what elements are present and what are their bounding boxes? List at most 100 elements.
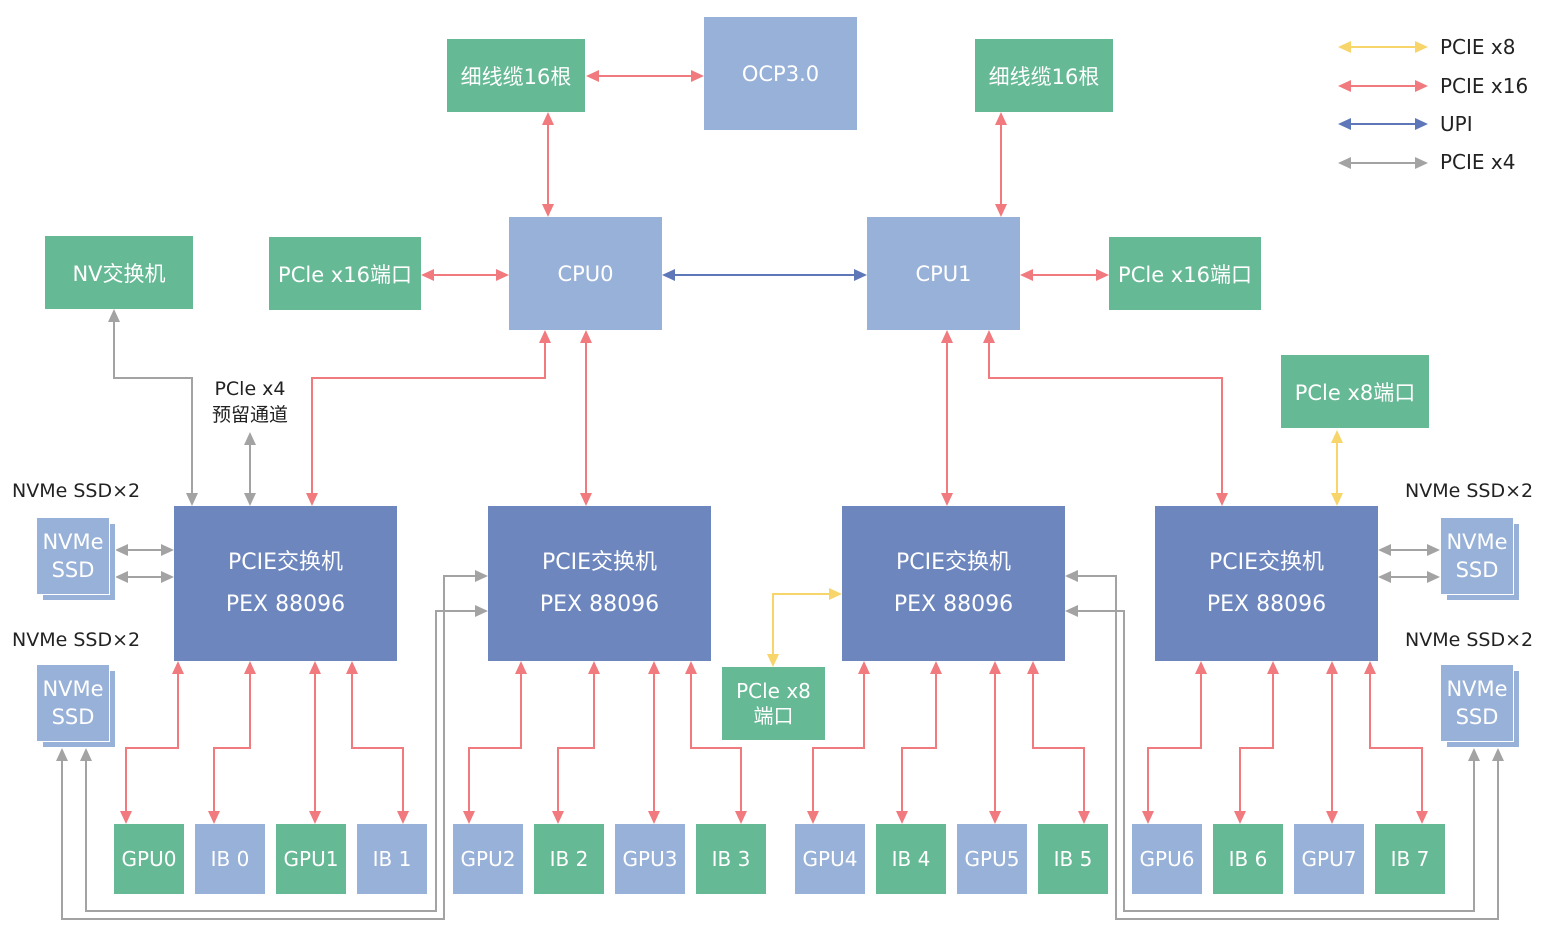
device-gpu2: GPU2 xyxy=(453,824,523,894)
arrow-head xyxy=(588,661,600,674)
arrow-head xyxy=(244,661,256,674)
device-ib3: IB 3 xyxy=(696,824,766,894)
arrow-head xyxy=(161,571,174,583)
reserved-line2: 预留通道 xyxy=(211,404,288,426)
arrow-head xyxy=(691,70,704,82)
arrow-head xyxy=(1078,811,1090,824)
switch-title: PCIE交换机 xyxy=(541,549,658,575)
device-ib6: IB 6 xyxy=(1213,824,1283,894)
arrow-head xyxy=(858,661,870,674)
arrow-head xyxy=(208,811,220,824)
arrow-head xyxy=(735,811,747,824)
arrow-head xyxy=(648,811,660,824)
pcie-x16-port-label: PCle x16端口 xyxy=(278,262,412,287)
device-link-3 xyxy=(351,674,404,811)
arrow-head xyxy=(1326,661,1338,674)
arrow-head xyxy=(244,493,256,506)
arrow-head xyxy=(995,204,1007,217)
arrow-head xyxy=(1415,80,1428,92)
ssd-br-route-b xyxy=(1078,610,1475,912)
thin-cable-box-left: 细线缆16根 xyxy=(447,39,585,112)
cpu0-box: CPU0 xyxy=(509,217,662,330)
device-label: GPU7 xyxy=(1301,847,1357,871)
thin-cable-label: 细线缆16根 xyxy=(988,64,1100,89)
arrow-head xyxy=(1427,571,1440,583)
arrow-head xyxy=(1415,157,1428,169)
ssd-line1: NVMe xyxy=(1446,677,1508,701)
arrow-head xyxy=(1492,748,1504,761)
nvme-caption-br: NVMe SSD×2 xyxy=(1405,629,1534,651)
arrow-head xyxy=(80,748,92,761)
arrow-head xyxy=(941,330,953,343)
arrow-head xyxy=(309,661,321,674)
arrow-head xyxy=(586,70,599,82)
arrow-head xyxy=(515,661,527,674)
device-gpu1: GPU1 xyxy=(276,824,346,894)
pcie-switch-2: PCIE交换机 PEX 88096 xyxy=(842,506,1065,661)
device-ib1: IB 1 xyxy=(357,824,427,894)
switch-title: PCIE交换机 xyxy=(1208,549,1325,575)
device-label: IB 2 xyxy=(549,847,589,871)
arrow-head xyxy=(995,112,1007,125)
device-ib5: IB 5 xyxy=(1038,824,1108,894)
device-ib7: IB 7 xyxy=(1375,824,1445,894)
arrow-head xyxy=(1020,269,1033,281)
nvme-caption-tr: NVMe SSD×2 xyxy=(1405,480,1534,502)
arrow-head xyxy=(120,811,132,824)
arrow-head xyxy=(1415,41,1428,53)
arrow-head xyxy=(767,654,779,667)
device-link-11 xyxy=(1032,674,1085,811)
switch-model: PEX 88096 xyxy=(539,591,660,617)
device-link-8 xyxy=(812,674,865,811)
arrow-head xyxy=(463,811,475,824)
legend-label-pcie-x4: PCIE x4 xyxy=(1440,150,1516,174)
device-ib4: IB 4 xyxy=(876,824,946,894)
arrow-head xyxy=(1195,661,1207,674)
switch-model: PEX 88096 xyxy=(893,591,1014,617)
switch-model: PEX 88096 xyxy=(225,591,346,617)
cpu1-switch3-link xyxy=(988,343,1223,493)
arrow-head xyxy=(108,309,120,322)
pcie-x16-port-left: PCle x16端口 xyxy=(269,237,421,310)
arrow-head xyxy=(1364,661,1376,674)
pcie-x16-port-label: PCle x16端口 xyxy=(1118,262,1252,287)
device-label: GPU5 xyxy=(964,847,1020,871)
ocp3-box: OCP3.0 xyxy=(704,17,857,130)
arrow-head xyxy=(542,204,554,217)
pcie-switch-3: PCIE交换机 PEX 88096 xyxy=(1155,506,1378,661)
device-label: IB 5 xyxy=(1053,847,1093,871)
ssd-br-route-a xyxy=(1078,575,1499,920)
device-gpu4: GPU4 xyxy=(795,824,865,894)
arrow-head xyxy=(186,493,198,506)
ssd-line2: SSD xyxy=(1455,705,1499,729)
ssd-line2: SSD xyxy=(51,558,95,582)
device-gpu6: GPU6 xyxy=(1132,824,1202,894)
device-label: IB 1 xyxy=(372,847,412,871)
ssd-line2: SSD xyxy=(51,705,95,729)
device-label: IB 3 xyxy=(711,847,751,871)
pcie-x8-port-label: PCle x8端口 xyxy=(1294,380,1416,405)
arrow-head xyxy=(580,330,592,343)
device-label: IB 6 xyxy=(1228,847,1268,871)
cpu0-label: CPU0 xyxy=(557,261,614,286)
arrow-head xyxy=(662,269,675,281)
arrow-head xyxy=(896,811,908,824)
thin-cable-label: 细线缆16根 xyxy=(460,64,572,89)
x8-port-line1: PCle x8 xyxy=(736,678,811,703)
arrow-head xyxy=(930,661,942,674)
arrow-head xyxy=(542,112,554,125)
device-label: GPU6 xyxy=(1139,847,1195,871)
legend-label-upi: UPI xyxy=(1440,112,1473,136)
arrow-head xyxy=(397,811,409,824)
arrow-head xyxy=(580,493,592,506)
device-link-0 xyxy=(125,674,179,811)
device-label: IB 7 xyxy=(1390,847,1430,871)
pcie-x8-port-right: PCle x8端口 xyxy=(1281,355,1429,428)
pcie-switch-1: PCIE交换机 PEX 88096 xyxy=(488,506,711,661)
pcie-x16-port-right: PCle x16端口 xyxy=(1109,237,1261,310)
device-gpu5: GPU5 xyxy=(957,824,1027,894)
device-label: IB 0 xyxy=(210,847,250,871)
